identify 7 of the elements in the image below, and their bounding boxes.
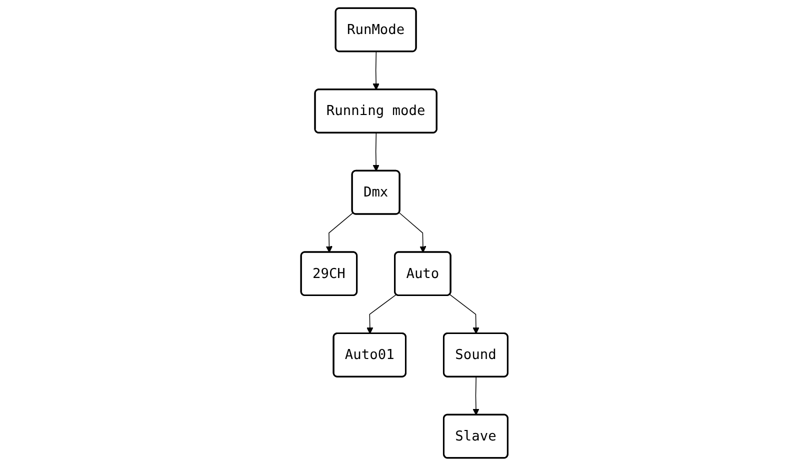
arrow — [326, 212, 354, 253]
arrow — [472, 376, 480, 416]
arrow — [372, 132, 380, 172]
arrow — [399, 212, 426, 253]
arrow — [372, 51, 380, 90]
arrow — [366, 294, 397, 334]
arrow — [450, 294, 480, 334]
